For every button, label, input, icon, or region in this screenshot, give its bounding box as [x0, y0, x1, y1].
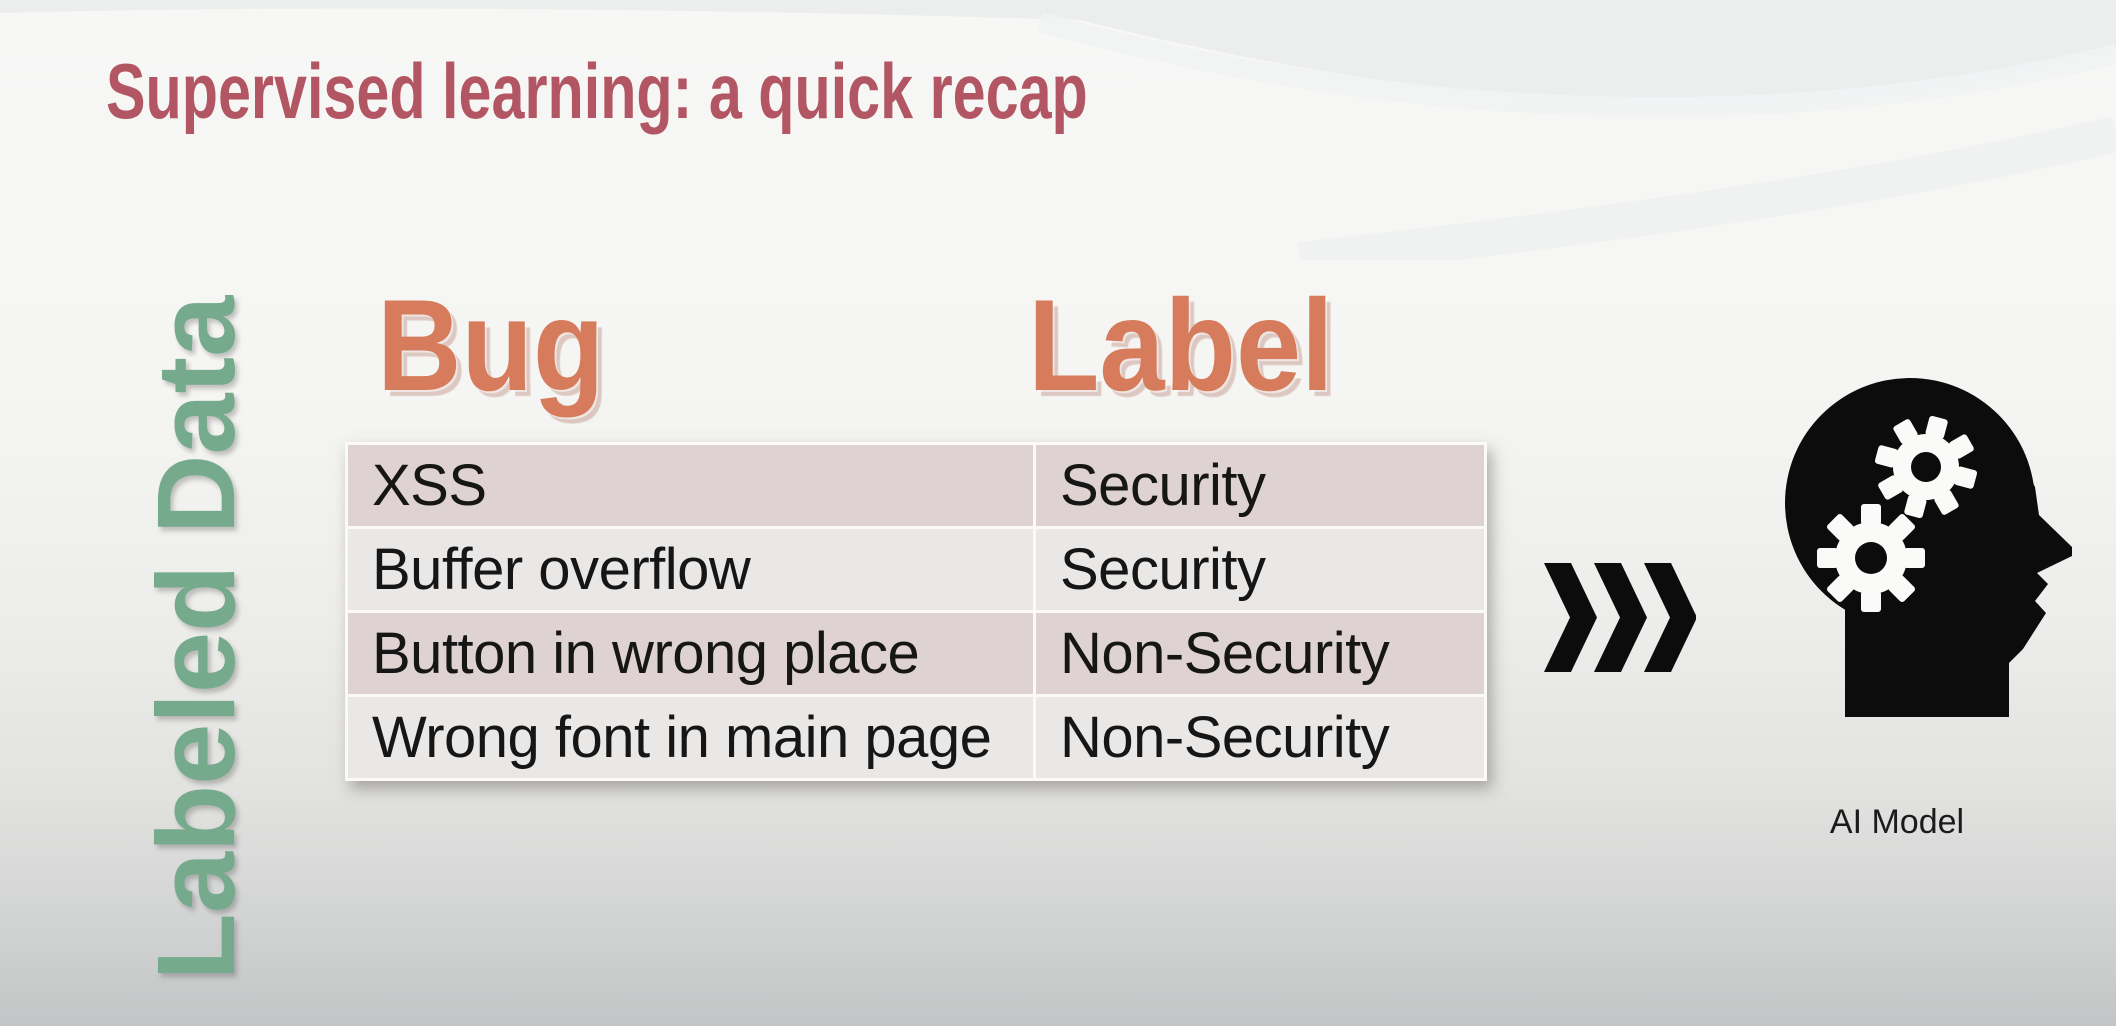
- slide-title: Supervised learning: a quick recap: [106, 47, 1088, 135]
- column-header-bug: Bug: [377, 272, 605, 418]
- ai-model-caption: AI Model: [1829, 803, 1965, 841]
- bug-cell: XSS: [348, 445, 1033, 526]
- label-cell: Non-Security: [1036, 613, 1484, 694]
- bug-cell: Button in wrong place: [348, 613, 1033, 694]
- label-cell: Non-Security: [1036, 697, 1484, 778]
- labeled-data-caption: Labeled Data: [135, 295, 258, 981]
- head-with-gears-icon: [1785, 378, 2072, 717]
- background-swirl-decoration: [0, 0, 2116, 260]
- bug-cell: Buffer overflow: [348, 529, 1033, 610]
- label-cell: Security: [1036, 529, 1484, 610]
- triple-chevron-right-icon: [1544, 563, 1696, 672]
- gear-icon: [1817, 504, 1925, 612]
- column-header-label: Label: [1028, 272, 1334, 418]
- bug-cell: Wrong font in main page: [348, 697, 1033, 778]
- labeled-data-table: XSS Security Buffer overflow Security Bu…: [345, 442, 1487, 781]
- label-cell: Security: [1036, 445, 1484, 526]
- gear-icon: [1874, 415, 1978, 519]
